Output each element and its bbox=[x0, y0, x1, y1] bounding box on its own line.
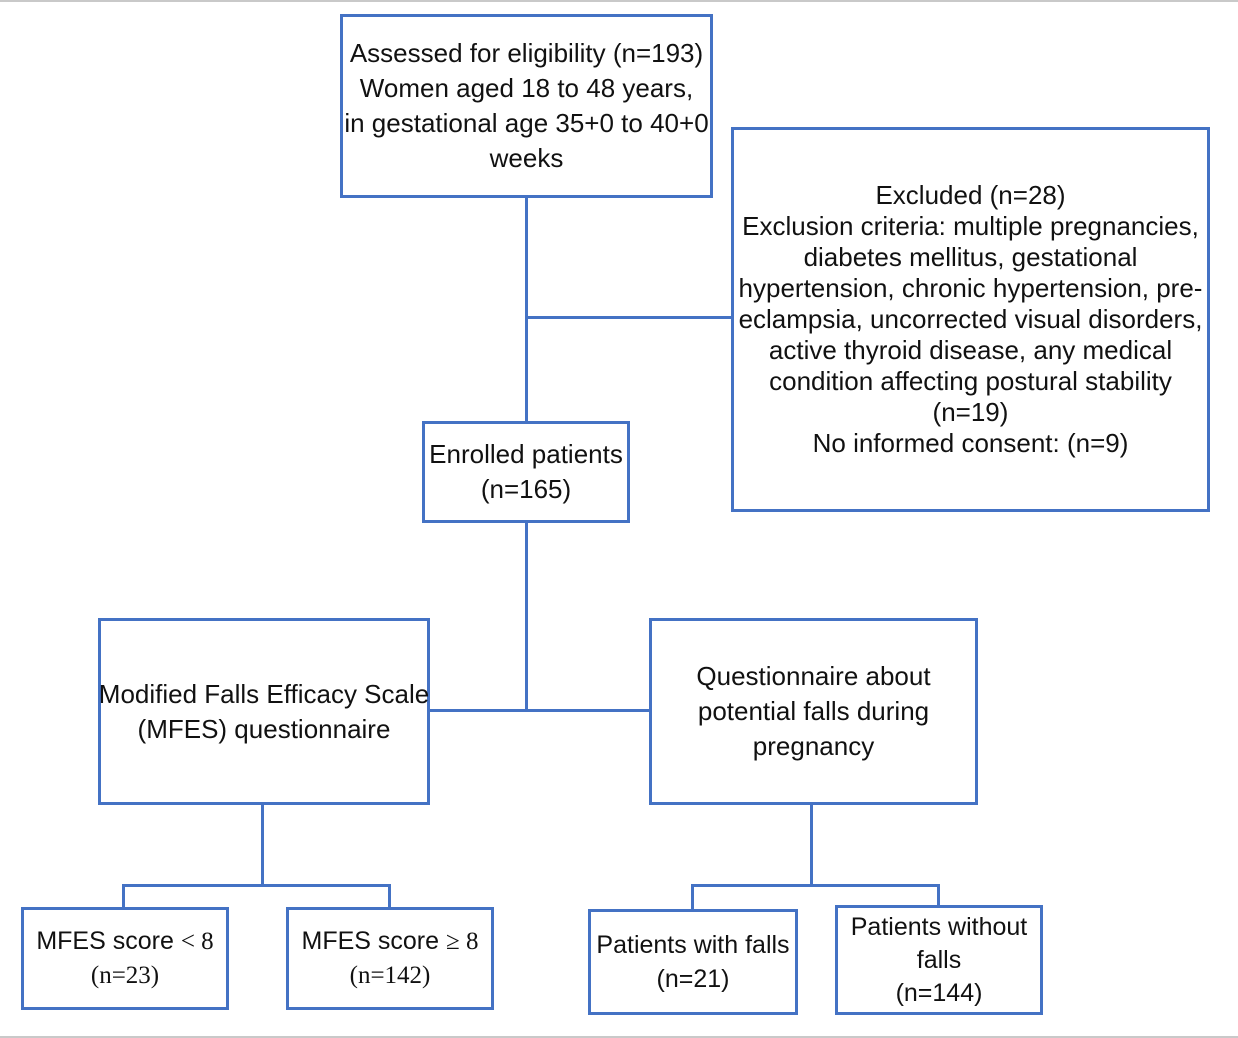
connector-enrolled-to-tee bbox=[525, 523, 528, 711]
mfes-low-count: (n=23) bbox=[90, 962, 160, 989]
without-falls-line-3: (n=144) bbox=[895, 978, 983, 1007]
page-edge-bottom bbox=[0, 1036, 1238, 1038]
excluded-line-9: No informed consent: (n=9) bbox=[812, 428, 1129, 458]
excluded-line-3: diabetes mellitus, gestational bbox=[803, 242, 1138, 272]
excluded-line-4: hypertension, chronic hypertension, pre- bbox=[738, 273, 1203, 303]
box-patients-without-falls: Patients without falls (n=144) bbox=[835, 905, 1043, 1015]
box-mfes-questionnaire: Modified Falls Efficacy Scale (MFES) que… bbox=[98, 618, 430, 805]
box-enrolled-patients: Enrolled patients (n=165) bbox=[422, 421, 630, 523]
without-falls-line-2: falls bbox=[916, 945, 962, 974]
enrolled-line-1: Enrolled patients bbox=[429, 439, 623, 469]
excluded-line-6: active thyroid disease, any medical bbox=[768, 335, 1173, 365]
connector-falls-stem bbox=[810, 805, 813, 886]
excluded-line-2: Exclusion criteria: multiple pregnancies… bbox=[742, 211, 1199, 241]
mfes-low-label-serif: < 8 bbox=[180, 928, 214, 955]
connector-without-falls-drop bbox=[937, 884, 940, 905]
mfes-questionnaire-line-1: Modified Falls Efficacy Scale bbox=[98, 678, 430, 709]
box-patients-with-falls: Patients with falls (n=21) bbox=[588, 909, 798, 1015]
mfes-low-label: MFES score < 8 bbox=[36, 924, 213, 959]
mfes-high-count: (n=142) bbox=[349, 962, 431, 989]
without-falls-line-1: Patients without bbox=[850, 912, 1028, 941]
assessed-line-1: Assessed for eligibility (n=193) bbox=[349, 38, 704, 68]
falls-questionnaire-line-1: Questionnaire about bbox=[696, 661, 931, 691]
assessed-line-2: Women aged 18 to 48 years, bbox=[359, 73, 694, 103]
with-falls-line-2: (n=21) bbox=[656, 965, 730, 993]
excluded-line-7: condition affecting postural stability bbox=[769, 366, 1172, 396]
assessed-line-3: in gestational age 35+0 to 40+0 bbox=[344, 108, 709, 138]
box-mfes-score-high: MFES score ≥ 8 (n=142) bbox=[286, 907, 494, 1010]
assessed-line-4: weeks bbox=[489, 143, 564, 173]
enrolled-line-2: (n=165) bbox=[480, 474, 572, 504]
falls-questionnaire-line-3: pregnancy bbox=[752, 731, 875, 761]
box-assessed-eligibility: Assessed for eligibility (n=193) Women a… bbox=[340, 14, 713, 198]
excluded-line-5: eclampsia, uncorrected visual disorders, bbox=[738, 304, 1203, 334]
connector-to-excluded bbox=[527, 316, 731, 319]
mfes-high-label-serif: ≥ 8 bbox=[446, 928, 479, 955]
mfes-questionnaire-line-2: (MFES) questionnaire bbox=[137, 713, 391, 744]
excluded-line-8: (n=19) bbox=[932, 397, 1009, 427]
connector-tee-horizontal bbox=[428, 709, 650, 712]
connector-falls-branch bbox=[691, 884, 940, 887]
page-edge-top bbox=[0, 0, 1238, 2]
connector-mfes-high-drop bbox=[388, 884, 391, 907]
mfes-low-label-sans: MFES score bbox=[36, 927, 174, 955]
excluded-line-1: Excluded (n=28) bbox=[875, 180, 1066, 210]
mfes-high-label-sans: MFES score bbox=[301, 927, 440, 955]
box-excluded: Excluded (n=28) Exclusion criteria: mult… bbox=[731, 127, 1210, 512]
box-falls-questionnaire: Questionnaire about potential falls duri… bbox=[649, 618, 978, 805]
falls-questionnaire-line-2: potential falls during bbox=[697, 696, 930, 726]
connector-assessed-to-enrolled bbox=[525, 198, 528, 421]
with-falls-line-1: Patients with falls bbox=[596, 931, 790, 959]
connector-mfes-low-drop bbox=[122, 884, 125, 907]
connector-mfes-branch bbox=[122, 884, 391, 887]
connector-with-falls-drop bbox=[691, 884, 694, 909]
mfes-high-label: MFES score ≥ 8 bbox=[302, 924, 479, 959]
box-mfes-score-low: MFES score < 8 (n=23) bbox=[21, 907, 229, 1010]
connector-mfes-stem bbox=[261, 805, 264, 886]
